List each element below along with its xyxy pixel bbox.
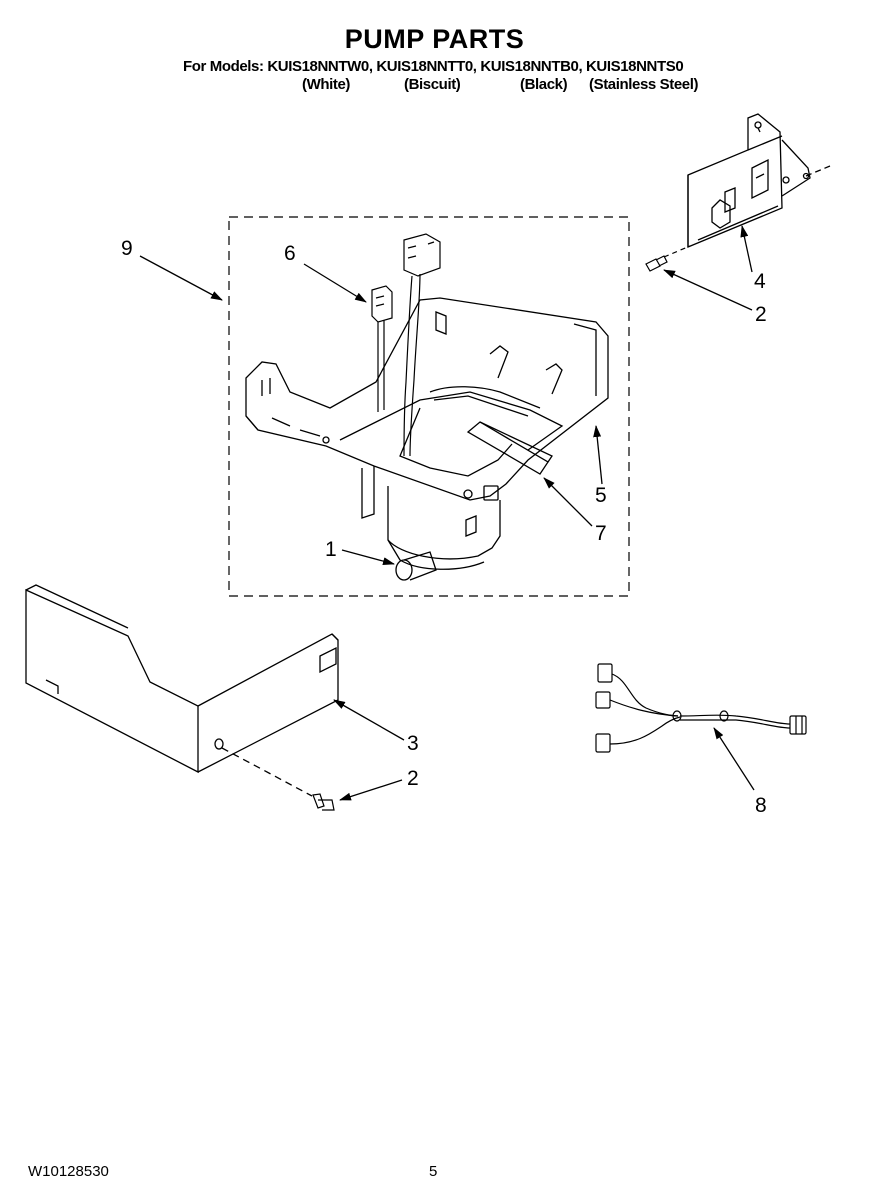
callout-7: 7 (595, 522, 607, 545)
leader-3 (333, 699, 405, 741)
screw-lower (312, 793, 335, 811)
variant-stainless-steel: (Stainless Steel) (589, 76, 699, 93)
assembly-boundary (228, 216, 630, 597)
leader-2-upper (663, 269, 753, 311)
variant-biscuit: (Biscuit) (404, 76, 461, 93)
leader-6 (303, 263, 367, 303)
variant-white: (White) (302, 76, 351, 93)
callout-2-lower: 2 (407, 767, 419, 790)
leader-2-lower (339, 779, 403, 801)
variant-black: (Black) (520, 76, 568, 93)
models-line: For Models: KUIS18NNTW0, KUIS18NNTT0, KU… (183, 58, 684, 75)
callout-9: 9 (121, 237, 133, 260)
pump-outlet (395, 551, 437, 581)
leader-8 (713, 727, 755, 791)
pump-tray (245, 297, 609, 570)
pump-strap (466, 421, 553, 475)
callout-6: 6 (284, 242, 296, 265)
mounting-bracket (687, 113, 831, 248)
screw-upper (645, 245, 691, 272)
leader-7 (543, 477, 593, 527)
callout-2-upper: 2 (755, 303, 767, 326)
leader-9 (139, 255, 223, 301)
document-number: W10128530 (28, 1163, 109, 1180)
pump-cover (25, 584, 339, 797)
wire-harness (595, 663, 807, 753)
callout-8: 8 (755, 794, 767, 817)
callout-3: 3 (407, 732, 419, 755)
page-number: 5 (429, 1163, 438, 1180)
callout-5: 5 (595, 484, 607, 507)
callout-4: 4 (754, 270, 766, 293)
leader-1 (341, 549, 395, 566)
callout-1: 1 (325, 538, 337, 561)
leader-5 (593, 425, 603, 485)
leader-4 (740, 225, 753, 273)
page-title: PUMP PARTS (344, 24, 525, 54)
pump-harness (371, 233, 441, 457)
